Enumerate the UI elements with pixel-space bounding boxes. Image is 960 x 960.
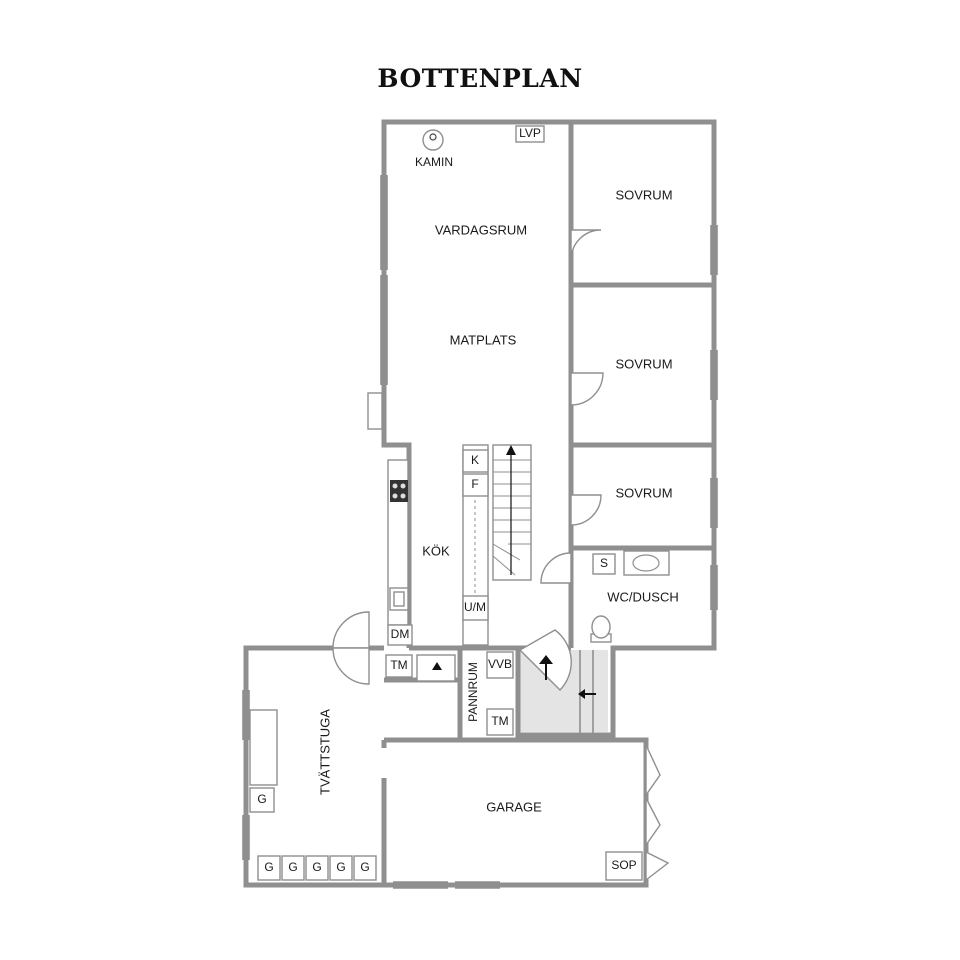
sop-label: SOP bbox=[611, 858, 636, 872]
sop-box bbox=[605, 851, 643, 881]
staircase bbox=[492, 444, 532, 581]
stair-treads bbox=[492, 459, 531, 576]
lvp-box bbox=[515, 125, 545, 143]
garage-side-door bbox=[645, 850, 670, 882]
um-label: U/M bbox=[464, 600, 486, 614]
k-label: K bbox=[471, 453, 479, 467]
toilet-icon bbox=[591, 615, 611, 639]
door-swing bbox=[570, 229, 602, 261]
g-label-1: G bbox=[264, 860, 273, 874]
entrance-arrow-icon bbox=[539, 655, 553, 680]
laundry-counter bbox=[249, 709, 278, 786]
room-label-pannrum: PANNRUM bbox=[466, 662, 480, 722]
g-box-2 bbox=[281, 855, 305, 881]
g-label-5: G bbox=[360, 860, 369, 874]
room-label-vardagsrum: VARDAGSRUM bbox=[435, 222, 527, 237]
room-label-kok: KÖK bbox=[422, 543, 450, 558]
k-box bbox=[462, 449, 489, 473]
laundry-wall bbox=[243, 645, 387, 888]
small-stair-arrow-icon bbox=[432, 662, 442, 670]
room-label-sovrum-3: SOVRUM bbox=[615, 485, 672, 500]
tm-pannrum-label: TM bbox=[491, 714, 508, 728]
um-box bbox=[462, 595, 489, 621]
g-box-4 bbox=[329, 855, 353, 881]
tm-kitchen-label: TM bbox=[390, 658, 407, 672]
garage-door-leaf bbox=[645, 797, 661, 848]
g-box-5 bbox=[353, 855, 377, 881]
room-label-sovrum-2: SOVRUM bbox=[615, 356, 672, 371]
chimney-niche bbox=[367, 392, 383, 430]
g-label-4: G bbox=[336, 860, 345, 874]
f-label: F bbox=[471, 477, 478, 491]
stove-icon bbox=[390, 480, 408, 502]
g-box-1 bbox=[257, 855, 281, 881]
tm-pannrum-box bbox=[486, 708, 514, 736]
room-label-garage: GARAGE bbox=[486, 799, 542, 814]
main-house-wall bbox=[381, 119, 717, 738]
kamin-label: KAMIN bbox=[415, 155, 453, 169]
west-kitchen-wall bbox=[381, 435, 412, 648]
room-label-matplats: MATPLATS bbox=[450, 332, 517, 347]
garage-door-leaf bbox=[645, 744, 661, 798]
g-single-label: G bbox=[257, 792, 266, 806]
dm-label: DM bbox=[391, 627, 410, 641]
g-box-3 bbox=[305, 855, 329, 881]
door-swing bbox=[540, 552, 572, 584]
g-single-box bbox=[249, 787, 275, 813]
s-label: S bbox=[600, 556, 608, 570]
s-box bbox=[592, 553, 616, 575]
arrow-left-icon bbox=[578, 689, 596, 699]
stair-arrow-icon bbox=[506, 445, 516, 455]
room-label-wc-dusch: WC/DUSCH bbox=[607, 589, 679, 604]
vvb-label: VVB bbox=[488, 657, 512, 671]
room-label-sovrum-1: SOVRUM bbox=[615, 187, 672, 202]
room-label-tvattstuga: TVÄTTSTUGA bbox=[317, 709, 332, 795]
vvb-box bbox=[486, 651, 514, 679]
g-label-3: G bbox=[312, 860, 321, 874]
f-box bbox=[462, 473, 489, 497]
door-swing bbox=[570, 372, 604, 406]
door-swing bbox=[332, 647, 370, 685]
tm-kitchen-box bbox=[385, 654, 413, 678]
door-swing bbox=[570, 494, 602, 526]
door-swing bbox=[332, 611, 370, 649]
plan-title: BOTTENPLAN bbox=[377, 64, 583, 93]
lvp-label: LVP bbox=[519, 126, 541, 140]
g-label-2: G bbox=[288, 860, 297, 874]
dm-box bbox=[387, 624, 413, 646]
sink-basin bbox=[393, 591, 405, 607]
